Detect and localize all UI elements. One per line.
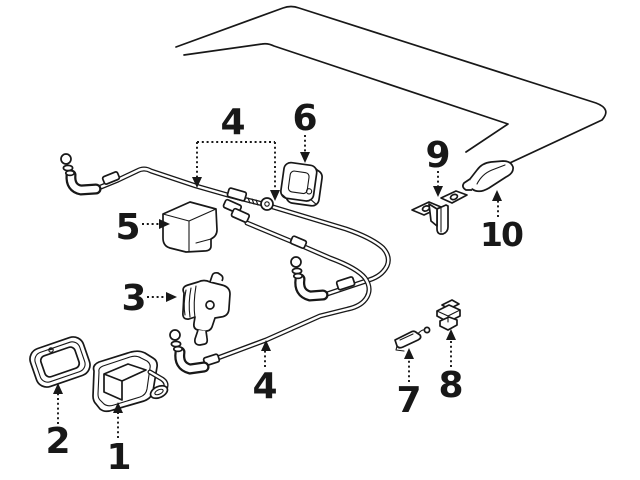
callout-3-number: 3 (121, 278, 146, 319)
callout-6: 6 (292, 98, 318, 163)
callout-3: 3 (121, 278, 177, 319)
callout-2-number: 2 (45, 421, 70, 462)
part-3-latch (182, 271, 231, 346)
part-9-bracket (411, 190, 468, 235)
callout-4-bottom-number: 4 (252, 366, 277, 407)
part-2-bezel (29, 336, 91, 388)
part-4-cable-upper (60, 153, 391, 302)
callout-4-top-number: 4 (220, 102, 245, 143)
callout-5: 5 (115, 207, 170, 248)
callout-9-number: 9 (425, 135, 450, 176)
callout-10-number: 10 (480, 215, 523, 254)
part-5-cover (162, 201, 218, 253)
callout-4-top: 4 (192, 102, 280, 201)
callout-7-number: 7 (396, 380, 421, 421)
callout-8: 8 (438, 329, 464, 406)
callout-7: 7 (396, 348, 422, 421)
part-1-opener-handle (92, 350, 169, 413)
deck-lid-outline (175, 5, 607, 170)
callout-8-number: 8 (438, 365, 463, 406)
callout-9: 9 (425, 135, 451, 197)
part-4-cable-lower (169, 198, 372, 375)
callout-1: 1 (106, 402, 132, 478)
callout-6-number: 6 (292, 98, 317, 139)
callout-10: 10 (480, 190, 525, 254)
callout-5-number: 5 (115, 207, 140, 248)
callout-4-bottom: 4 (252, 340, 278, 407)
callout-1-number: 1 (106, 437, 131, 478)
part-7-clip (394, 326, 431, 352)
part-10-clip-cover (462, 160, 514, 193)
part-8-clamp (436, 299, 461, 331)
callout-2: 2 (45, 383, 71, 462)
part-6-protector (280, 161, 323, 207)
